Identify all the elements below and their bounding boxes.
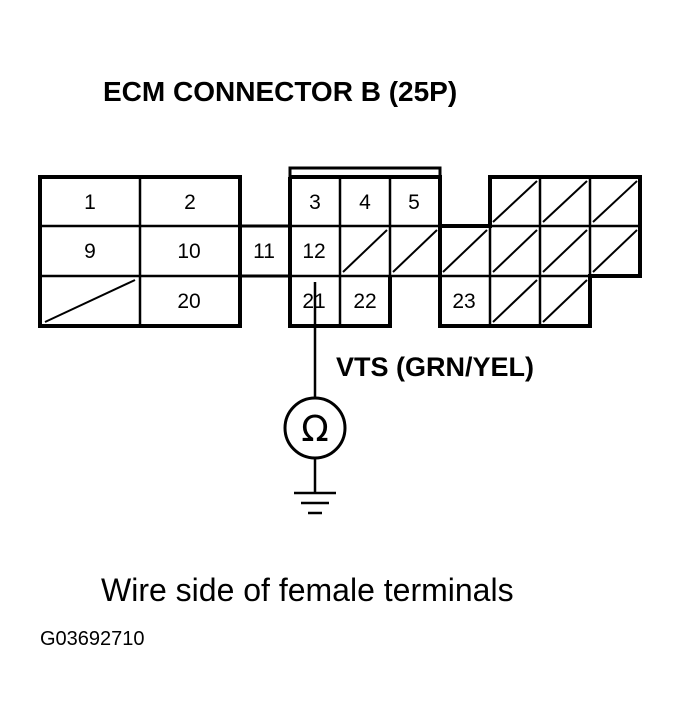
terminal-1: 1: [84, 191, 96, 214]
terminal-10: 10: [177, 240, 200, 263]
wire-label: VTS (GRN/YEL): [336, 352, 534, 382]
terminal-11: 11: [253, 240, 275, 263]
caption: Wire side of female terminals: [101, 572, 514, 608]
terminal-20: 20: [177, 290, 200, 313]
terminal-23: 23: [452, 290, 475, 313]
ohmmeter-icon: Ω: [283, 396, 347, 460]
terminal-4: 4: [359, 191, 371, 214]
terminal-3: 3: [309, 191, 321, 214]
terminal-9: 9: [84, 240, 96, 263]
diagram-title: ECM CONNECTOR B (25P): [103, 76, 457, 107]
connector-body: [38, 166, 642, 328]
figure-id: G03692710: [40, 628, 145, 650]
terminal-5: 5: [408, 191, 420, 214]
terminal-labels: 1 2 3 4 5 9 10 11 12 20 21 22 23: [84, 191, 476, 313]
unused-cavities: [44, 180, 638, 323]
ohm-symbol: Ω: [301, 409, 329, 450]
terminal-2: 2: [184, 191, 196, 214]
ground-icon: [294, 491, 336, 515]
terminal-12: 12: [302, 240, 325, 263]
terminal-22: 22: [353, 290, 376, 313]
